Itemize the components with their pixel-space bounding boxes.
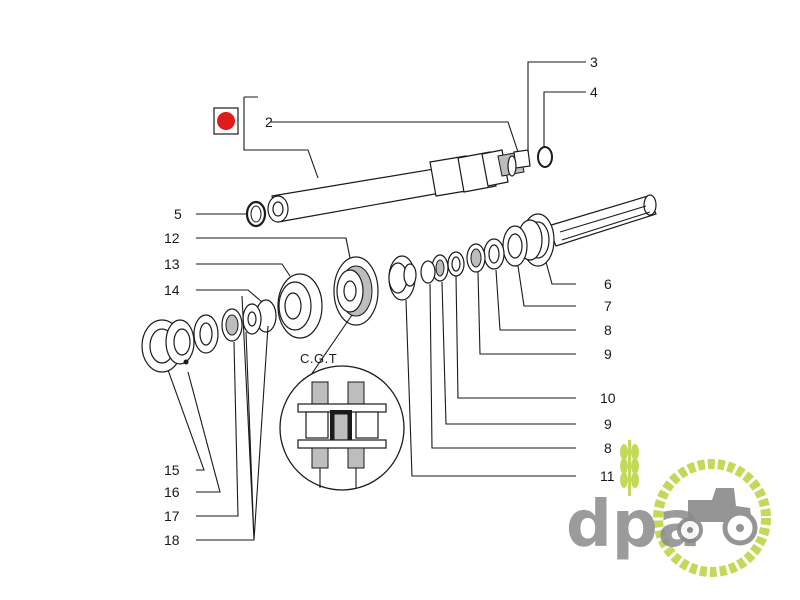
detail-cgt	[279, 314, 405, 491]
bearing-15	[141, 319, 195, 373]
callout-4: 4	[590, 84, 598, 100]
snap-ring-5	[245, 200, 267, 228]
callout-14: 14	[164, 282, 180, 298]
ring-10	[447, 251, 465, 277]
bearing-17	[221, 308, 243, 342]
lower-shaft	[547, 194, 657, 247]
wheat-icon	[620, 440, 639, 496]
callout-5: 5	[174, 206, 182, 222]
ring-7	[502, 225, 528, 267]
callout-8a: 8	[604, 322, 612, 338]
upper-shaft	[267, 149, 531, 223]
gear-11	[388, 255, 417, 301]
gear-13	[277, 273, 323, 339]
callout-15: 15	[164, 462, 180, 478]
callout-labels: 2 3 4 5 6 7 8 9 10 9 8 11 12 13 14 15 16…	[164, 54, 616, 548]
callout-16: 16	[164, 484, 180, 500]
detail-label: C.G.T	[300, 351, 337, 366]
bearing-9-lower	[431, 254, 449, 282]
callout-6: 6	[604, 276, 612, 292]
ring-8-lower	[420, 260, 436, 284]
callout-3: 3	[590, 54, 598, 70]
ring-8-upper	[483, 238, 505, 270]
callout-8b: 8	[604, 440, 612, 456]
kit-marker-icon	[213, 107, 239, 135]
callout-9a: 9	[604, 346, 612, 362]
leader-lines	[167, 61, 586, 541]
callout-7: 7	[604, 298, 612, 314]
bearing-9-upper	[466, 243, 486, 273]
callout-11: 11	[600, 468, 615, 484]
ring-set-14	[242, 299, 277, 335]
callout-10: 10	[600, 390, 616, 406]
callout-2: 2	[265, 114, 273, 130]
dpa-logo: dpa	[566, 440, 771, 577]
tractor-icon	[677, 488, 758, 546]
kit-bracket	[243, 96, 319, 179]
snap-ring-4	[537, 146, 553, 168]
callout-13: 13	[164, 256, 180, 272]
callout-9b: 9	[604, 416, 612, 432]
callout-18: 18	[164, 532, 180, 548]
ring-16	[193, 314, 219, 354]
callout-17: 17	[164, 508, 180, 524]
synchronizer-12	[333, 256, 379, 326]
callout-12: 12	[164, 230, 180, 246]
